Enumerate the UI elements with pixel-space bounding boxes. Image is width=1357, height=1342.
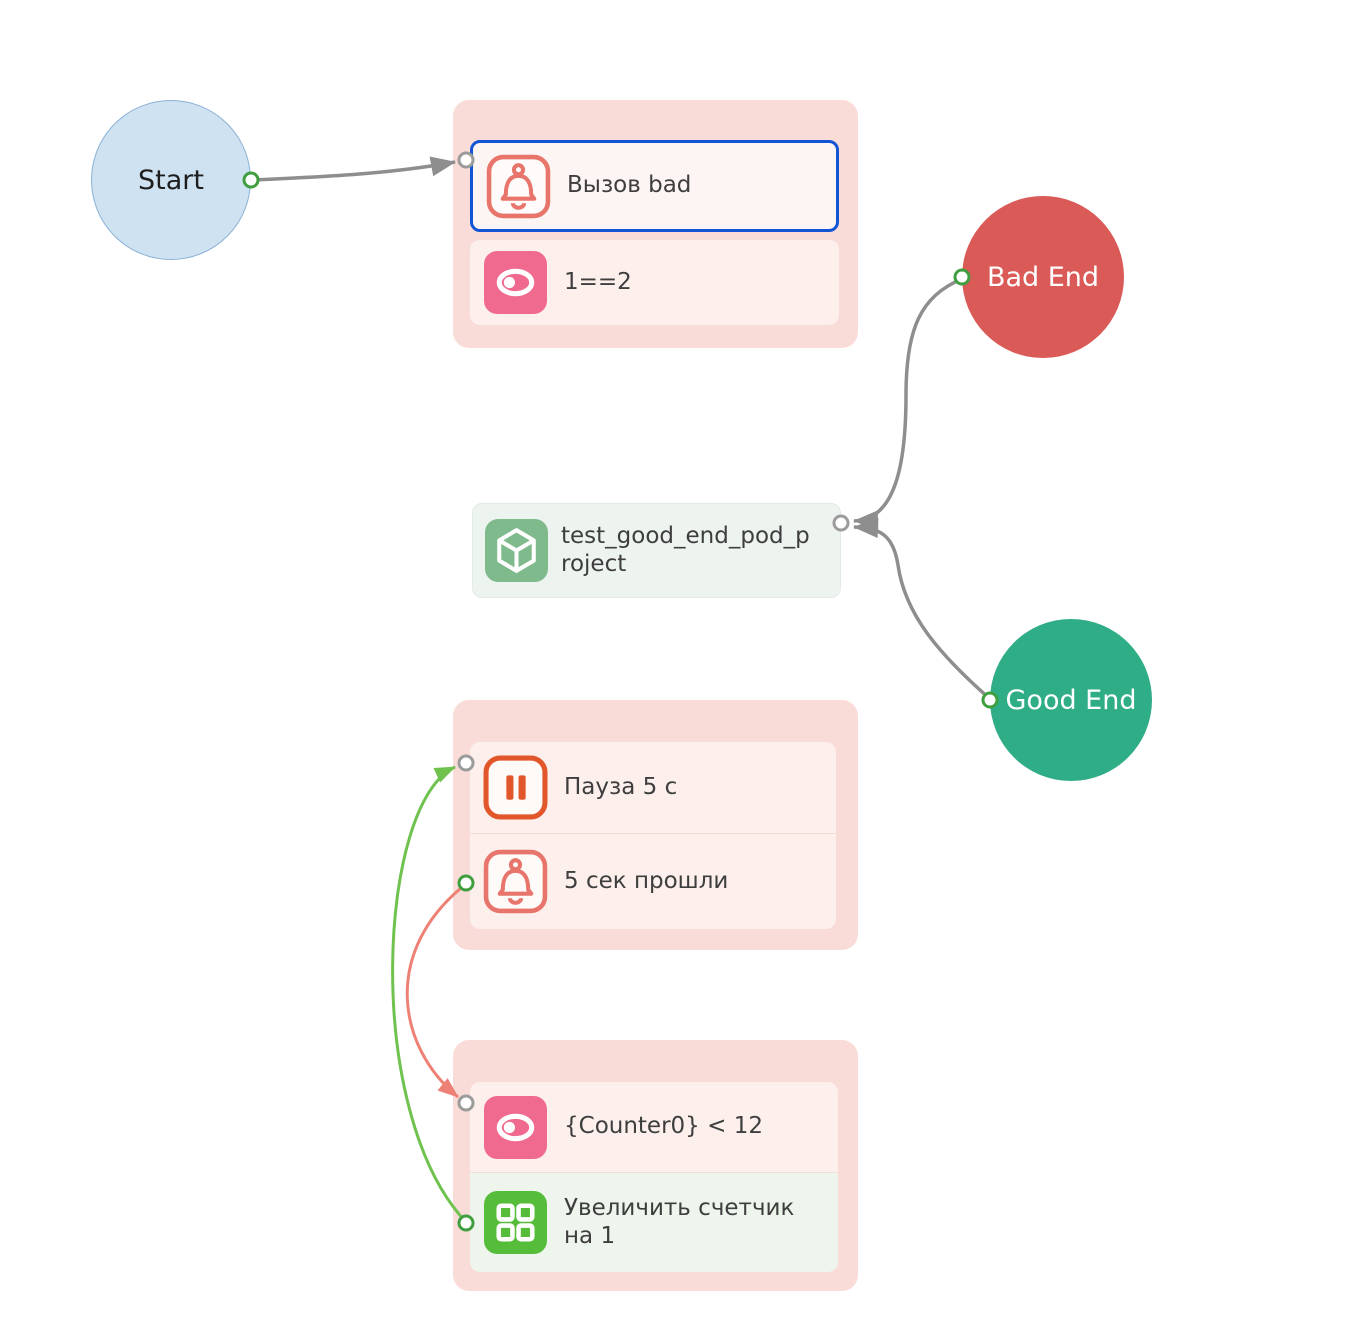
toggle-icon [483,250,548,315]
node-good-end[interactable]: Good End [990,619,1152,781]
row-condition-1-eq-2[interactable]: 1==2 [470,239,839,325]
node-start[interactable]: Start [91,100,251,260]
port-badend-out[interactable] [953,268,971,286]
row-call-bad[interactable]: Вызов bad [470,140,839,232]
pause-icon [483,755,548,820]
bad-end-label: Bad End [986,261,1100,293]
edge-start-to-call[interactable] [252,156,456,182]
row-label: {Counter0} < 12 [564,1113,763,1140]
port-goodend-out[interactable] [981,691,999,709]
row-increment-counter[interactable]: Увеличить счетчик на 1 [470,1172,838,1272]
node-project[interactable]: test_good_end_pod_project [472,503,841,598]
row-notify-5sec[interactable]: 5 сек прошли [470,833,836,929]
row-label: 1==2 [564,268,632,295]
port-increment-out[interactable] [457,1214,475,1232]
cube-icon [484,518,549,583]
row-pause-5s[interactable]: Пауза 5 с [470,742,836,833]
row-condition-counter[interactable]: {Counter0} < 12 [470,1082,838,1172]
port-call-in[interactable] [457,151,475,169]
grid-icon [483,1190,548,1255]
row-label: Вызов bad [567,172,692,199]
node-bad-end[interactable]: Bad End [962,196,1124,358]
edge-badend-to-project[interactable] [853,277,963,531]
port-project-in[interactable] [832,514,850,532]
row-label: Увеличить счетчик на 1 [564,1194,795,1249]
bell-icon [483,849,548,914]
project-label: test_good_end_pod_project [561,522,810,577]
toggle-icon [483,1095,548,1160]
bell-icon [486,154,551,219]
node-group-call-bad[interactable]: Вызов bad 1==2 [453,100,858,348]
port-pause-in[interactable] [457,754,475,772]
port-start-out[interactable] [242,171,260,189]
node-group-pause[interactable]: Пауза 5 с 5 сек прошли [453,700,858,950]
port-counter-in[interactable] [457,1094,475,1112]
row-label: 5 сек прошли [564,867,729,894]
start-label: Start [138,164,204,196]
edge-goodend-to-project[interactable] [853,518,992,701]
good-end-label: Good End [1005,684,1137,716]
node-group-counter[interactable]: {Counter0} < 12 Увеличить счетчик на 1 [453,1040,858,1291]
port-5sec-out[interactable] [457,874,475,892]
row-label: Пауза 5 с [564,773,678,800]
